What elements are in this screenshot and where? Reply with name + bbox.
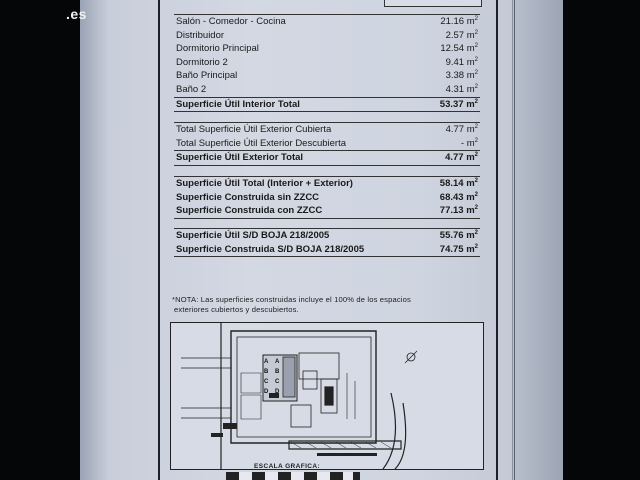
boja-table: Superficie Útil S/D BOJA 218/2005 55.76 m… [174,228,480,258]
note-line-2: exteriores cubiertos y descubiertos. [174,305,299,314]
area-label: Total Superficie Útil Exterior Cubierta [176,124,332,135]
area-row: Dormitorio 2 9.41 m2 [174,56,480,70]
scale-label: ESCALA GRAFICA: [254,463,321,470]
area-total-row: Superficie Útil S/D BOJA 218/2005 55.76 m… [174,228,480,243]
area-value: 3.38 m2 [445,70,478,82]
unit-letter: B [264,369,269,375]
watermark: .es [66,6,87,22]
area-value: 58.14 m2 [439,178,478,189]
area-label: Baño Principal [176,70,238,82]
unit-letter: B [275,369,280,375]
area-label: Dormitorio 2 [176,56,228,68]
area-row: Baño 2 4.31 m2 [174,83,480,98]
unit-letter: C [264,379,269,385]
graphic-scale-bar [226,472,360,480]
area-label: Dormitorio Principal [176,43,259,55]
header-box-edge [384,0,482,7]
frame-left-border [158,0,160,480]
area-label: Superficie Útil Total (Interior + Exteri… [176,178,353,189]
area-label: Superficie Construida sin ZZCC [176,191,320,203]
area-value: 21.16 m2 [440,16,478,27]
area-row: Total Superficie Útil Exterior Descubier… [174,137,480,152]
area-value: 74.75 m2 [439,243,478,255]
frame-outer-border [514,0,515,480]
area-value: 9.41 m2 [445,56,478,68]
area-row: Distribuidor 2.57 m2 [174,29,480,43]
area-value: 53.37 m2 [439,98,478,110]
area-value: 12.54 m2 [440,43,478,55]
area-total-row: Superficie Construida sin ZZCC 68.43 m2 [174,191,480,205]
unit-letter: D [275,389,280,395]
area-value: - m2 [460,137,478,149]
area-label: Superficie Construida S/D BOJA 218/2005 [176,243,365,255]
note-text: *NOTA: Las superficies construidas inclu… [172,295,484,315]
area-row: Total Superficie Útil Exterior Cubierta 4… [174,122,480,137]
paper-right-edge [512,0,563,480]
area-row: Salón - Comedor - Cocina 21.16 m2 [174,14,480,29]
site-plan-drawing: A B C D A B C D [181,323,418,469]
area-label: Superficie Construida con ZZCC [176,205,323,217]
area-label: Total Superficie Útil Exterior Descubier… [176,137,347,149]
site-plan: A B C D A B C D [170,322,484,470]
unit-letter: A [275,359,280,365]
totals-table: Superficie Útil Total (Interior + Exteri… [174,176,480,219]
unit-letter: C [275,379,280,385]
area-label: Distribuidor [176,29,225,41]
area-value: 4.77 m2 [445,124,478,135]
area-label: Baño 2 [176,83,207,95]
area-total-row: Superficie Útil Total (Interior + Exteri… [174,176,480,191]
unit-letter: A [264,359,269,365]
frame-right-border [496,0,498,480]
area-label: Superficie Útil S/D BOJA 218/2005 [176,230,330,241]
unit-letter: D [264,389,269,395]
area-label: Superficie Útil Exterior Total [176,152,304,164]
area-row: Baño Principal 3.38 m2 [174,69,480,83]
interior-areas-table: Salón - Comedor - Cocina 21.16 m2 Distrib… [174,14,480,113]
area-total-row: Superficie Construida S/D BOJA 218/2005 7… [174,243,480,258]
area-value: 55.76 m2 [439,230,478,241]
area-value: 4.31 m2 [445,83,478,95]
area-label: Superficie Útil Interior Total [176,98,300,110]
area-total-row: Superficie Construida con ZZCC 77.13 m2 [174,204,480,219]
area-value: 4.77 m2 [445,152,478,164]
area-total-row: Superficie Útil Interior Total 53.37 m2 [174,98,480,113]
area-value: 2.57 m2 [445,29,478,41]
note-line-1: *NOTA: Las superficies construidas inclu… [172,295,411,304]
exterior-areas-table: Total Superficie Útil Exterior Cubierta 4… [174,122,480,166]
area-row: Dormitorio Principal 12.54 m2 [174,42,480,56]
area-label: Salón - Comedor - Cocina [176,16,286,27]
area-total-row: Superficie Útil Exterior Total 4.77 m2 [174,151,480,166]
area-value: 77.13 m2 [439,205,478,217]
area-value: 68.43 m2 [439,191,478,203]
